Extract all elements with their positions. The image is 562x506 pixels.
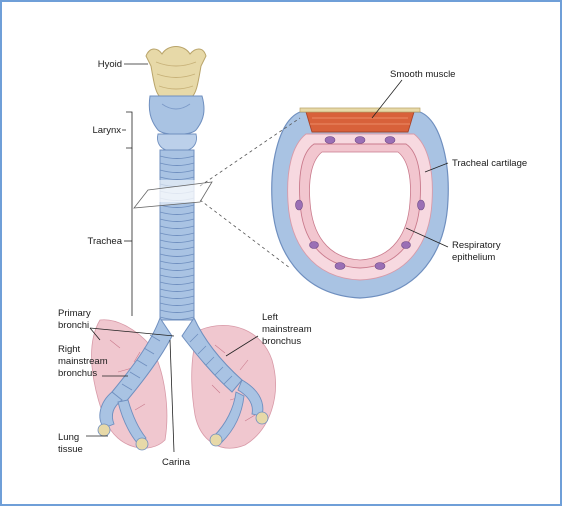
label-trachea: Trachea bbox=[88, 236, 123, 247]
label-right-mainstream-line1: Right bbox=[58, 344, 81, 355]
label-right-mainstream-line3: bronchus bbox=[58, 368, 97, 379]
label-smooth-muscle: Smooth muscle bbox=[390, 69, 455, 80]
label-primary-bronchi-line1: Primary bbox=[58, 308, 91, 319]
label-tracheal-cartilage: Tracheal cartilage bbox=[452, 158, 527, 169]
label-lung-tissue-line2: tissue bbox=[58, 444, 83, 455]
larynx bbox=[149, 96, 204, 150]
label-lung-tissue-line1: Lung bbox=[58, 432, 79, 443]
label-respiratory-epithelium-line2: epithelium bbox=[452, 252, 495, 263]
label-left-mainstream-line2: mainstream bbox=[262, 324, 312, 335]
label-left-mainstream-line3: bronchus bbox=[262, 336, 301, 347]
hyoid-bone bbox=[146, 47, 206, 99]
label-primary-bronchi-line2: bronchi bbox=[58, 320, 89, 331]
label-left-mainstream-line1: Left bbox=[262, 312, 278, 323]
label-larynx: Larynx bbox=[92, 125, 121, 136]
label-right-mainstream-line2: mainstream bbox=[58, 356, 108, 367]
label-respiratory-epithelium-line1: Respiratory bbox=[452, 240, 501, 251]
label-hyoid: Hyoid bbox=[98, 59, 122, 70]
tracheal-cross-section bbox=[272, 108, 449, 298]
label-carina: Carina bbox=[162, 457, 191, 468]
trachea bbox=[158, 150, 196, 320]
